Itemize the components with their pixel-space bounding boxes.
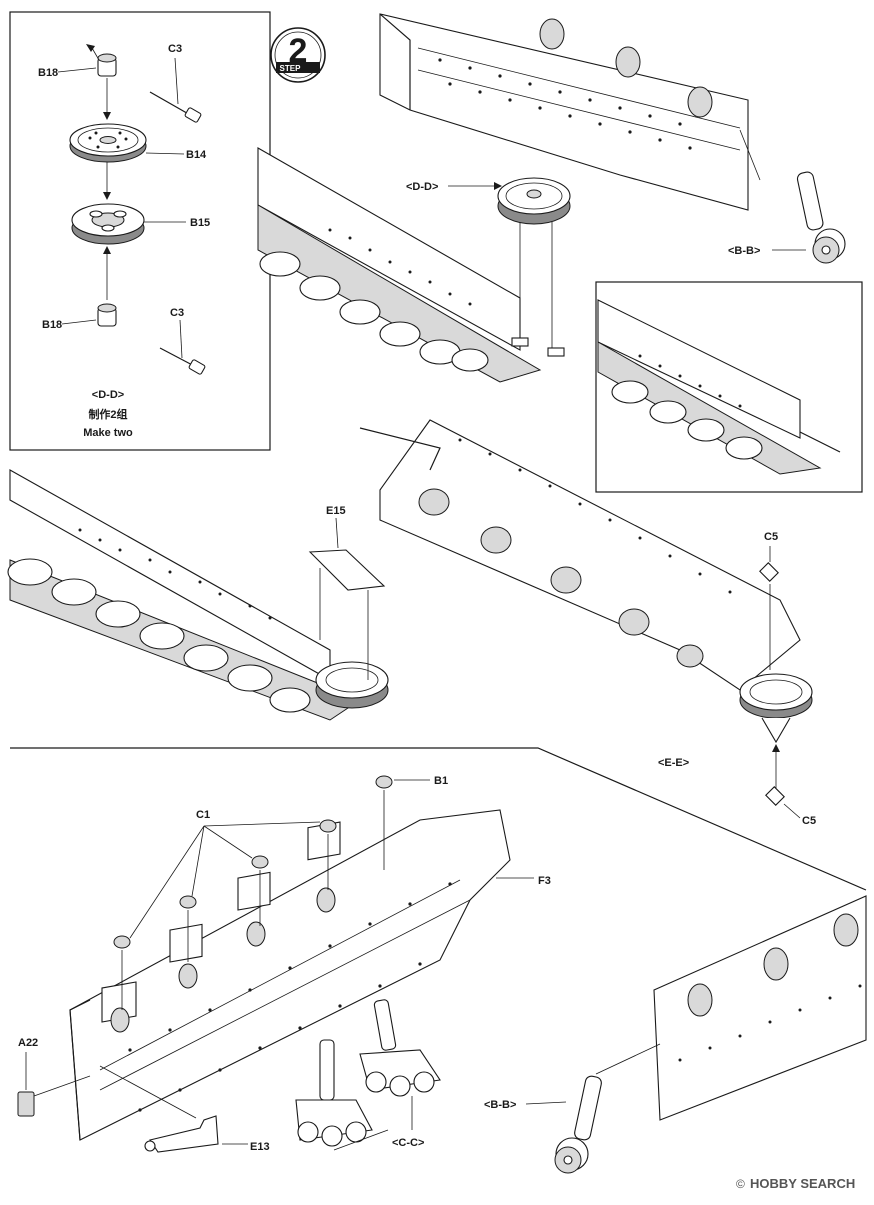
- watermark-copyright: ©: [736, 1177, 745, 1191]
- part-b14-wheel: [69, 123, 147, 163]
- label-b14: B14: [186, 149, 207, 161]
- label-view-bb-top: <B-B>: [728, 245, 760, 257]
- part-c3-top: [149, 57, 202, 123]
- watermark: © HOBBY SEARCH: [736, 1176, 855, 1191]
- inset-caption-english: Make two: [83, 427, 133, 439]
- label-a22: A22: [18, 1037, 38, 1049]
- part-b15-wheel: [71, 203, 145, 245]
- label-view-cc: <C-C>: [392, 1137, 424, 1149]
- inset-caption-chinese: 制作2组: [88, 407, 127, 421]
- step-word: STEP: [280, 64, 302, 73]
- label-e15: E15: [326, 505, 346, 517]
- label-view-bb-bottom: <B-B>: [484, 1099, 516, 1111]
- step-badge: 2 STEP: [270, 27, 326, 83]
- parts-c1: [113, 819, 337, 1010]
- label-b18-bottom: B18: [42, 319, 62, 331]
- label-c5-bottom: C5: [802, 815, 816, 827]
- label-c1: C1: [196, 809, 210, 821]
- detail-inset-box: [595, 281, 863, 493]
- middle-assembly: E15 C5 C5 <E-E>: [7, 419, 816, 827]
- label-c3-top: C3: [168, 43, 182, 55]
- part-c3-bottom: [159, 319, 206, 375]
- inset-dd-box: B18 C3 B14: [9, 11, 271, 451]
- label-view-ee: <E-E>: [658, 757, 689, 769]
- bogie-cc: [295, 999, 441, 1151]
- label-e13: E13: [250, 1141, 270, 1153]
- top-assembly: <B-B> <D-D>: [257, 13, 846, 383]
- step-number: 2: [289, 32, 308, 70]
- label-view-dd-top: <D-D>: [406, 181, 438, 193]
- road-wheels-middle: [7, 558, 311, 713]
- bottom-assembly: C1 B1 F3 A22 E13: [17, 775, 867, 1174]
- label-f3: F3: [538, 875, 551, 887]
- label-c3-bottom: C3: [170, 307, 184, 319]
- label-b1: B1: [434, 775, 448, 787]
- lower-section-border: [10, 747, 867, 891]
- inset-view-caption: <D-D>: [92, 389, 124, 401]
- label-b15: B15: [190, 217, 210, 229]
- part-b18-bottom: [97, 303, 117, 327]
- label-b18-top: B18: [38, 67, 58, 79]
- label-c5-top: C5: [764, 531, 778, 543]
- road-wheels-top: [259, 251, 489, 372]
- part-b18-top: [86, 44, 117, 77]
- watermark-text: HOBBY SEARCH: [750, 1176, 855, 1191]
